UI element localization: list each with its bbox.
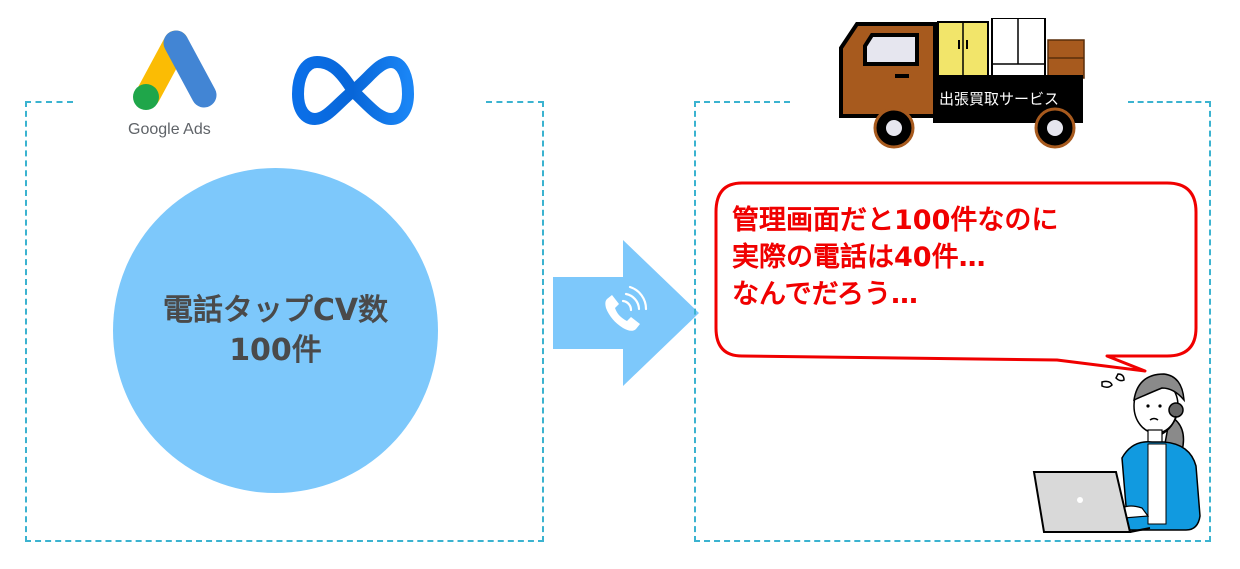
google-ads-icon bbox=[133, 30, 217, 110]
bubble-line-1: 管理画面だと100件なのに bbox=[732, 205, 1059, 236]
right-arrow-icon bbox=[553, 240, 699, 386]
phone-tap-cv-circle: 電話タップCV数 100件 bbox=[113, 168, 438, 493]
worried-operator-icon bbox=[1032, 373, 1201, 533]
right-panel-border bbox=[694, 101, 1211, 542]
bubble-line-3: なんでだろう… bbox=[732, 279, 919, 310]
left-panel-top-border-left bbox=[25, 101, 73, 103]
speech-bubble-shape bbox=[714, 181, 1198, 373]
left-panel-border bbox=[25, 101, 544, 542]
google-ads-label: Google Ads bbox=[128, 121, 211, 138]
right-panel-top-border-right bbox=[1128, 101, 1211, 103]
meta-logo-icon bbox=[292, 56, 414, 125]
right-panel-top-border-left bbox=[694, 101, 790, 103]
left-panel-top-border-right bbox=[486, 101, 544, 103]
operator-illustration bbox=[1030, 368, 1205, 538]
bubble-line-2: 実際の電話は40件… bbox=[732, 242, 986, 273]
truck-icon bbox=[839, 17, 1085, 149]
phone-ringing-icon bbox=[605, 285, 648, 331]
truck-illustration: 出張買取サービス bbox=[835, 17, 1085, 153]
circle-title: 電話タップCV数 bbox=[162, 292, 389, 328]
google-ads-logo: Google Ads bbox=[128, 30, 223, 150]
flow-arrow bbox=[553, 240, 699, 386]
speech-bubble: 管理画面だと100件なのに 実際の電話は40件… なんでだろう… bbox=[712, 180, 1202, 380]
circle-count: 100件 bbox=[229, 332, 322, 368]
truck-label: 出張買取サービス bbox=[939, 90, 1060, 108]
